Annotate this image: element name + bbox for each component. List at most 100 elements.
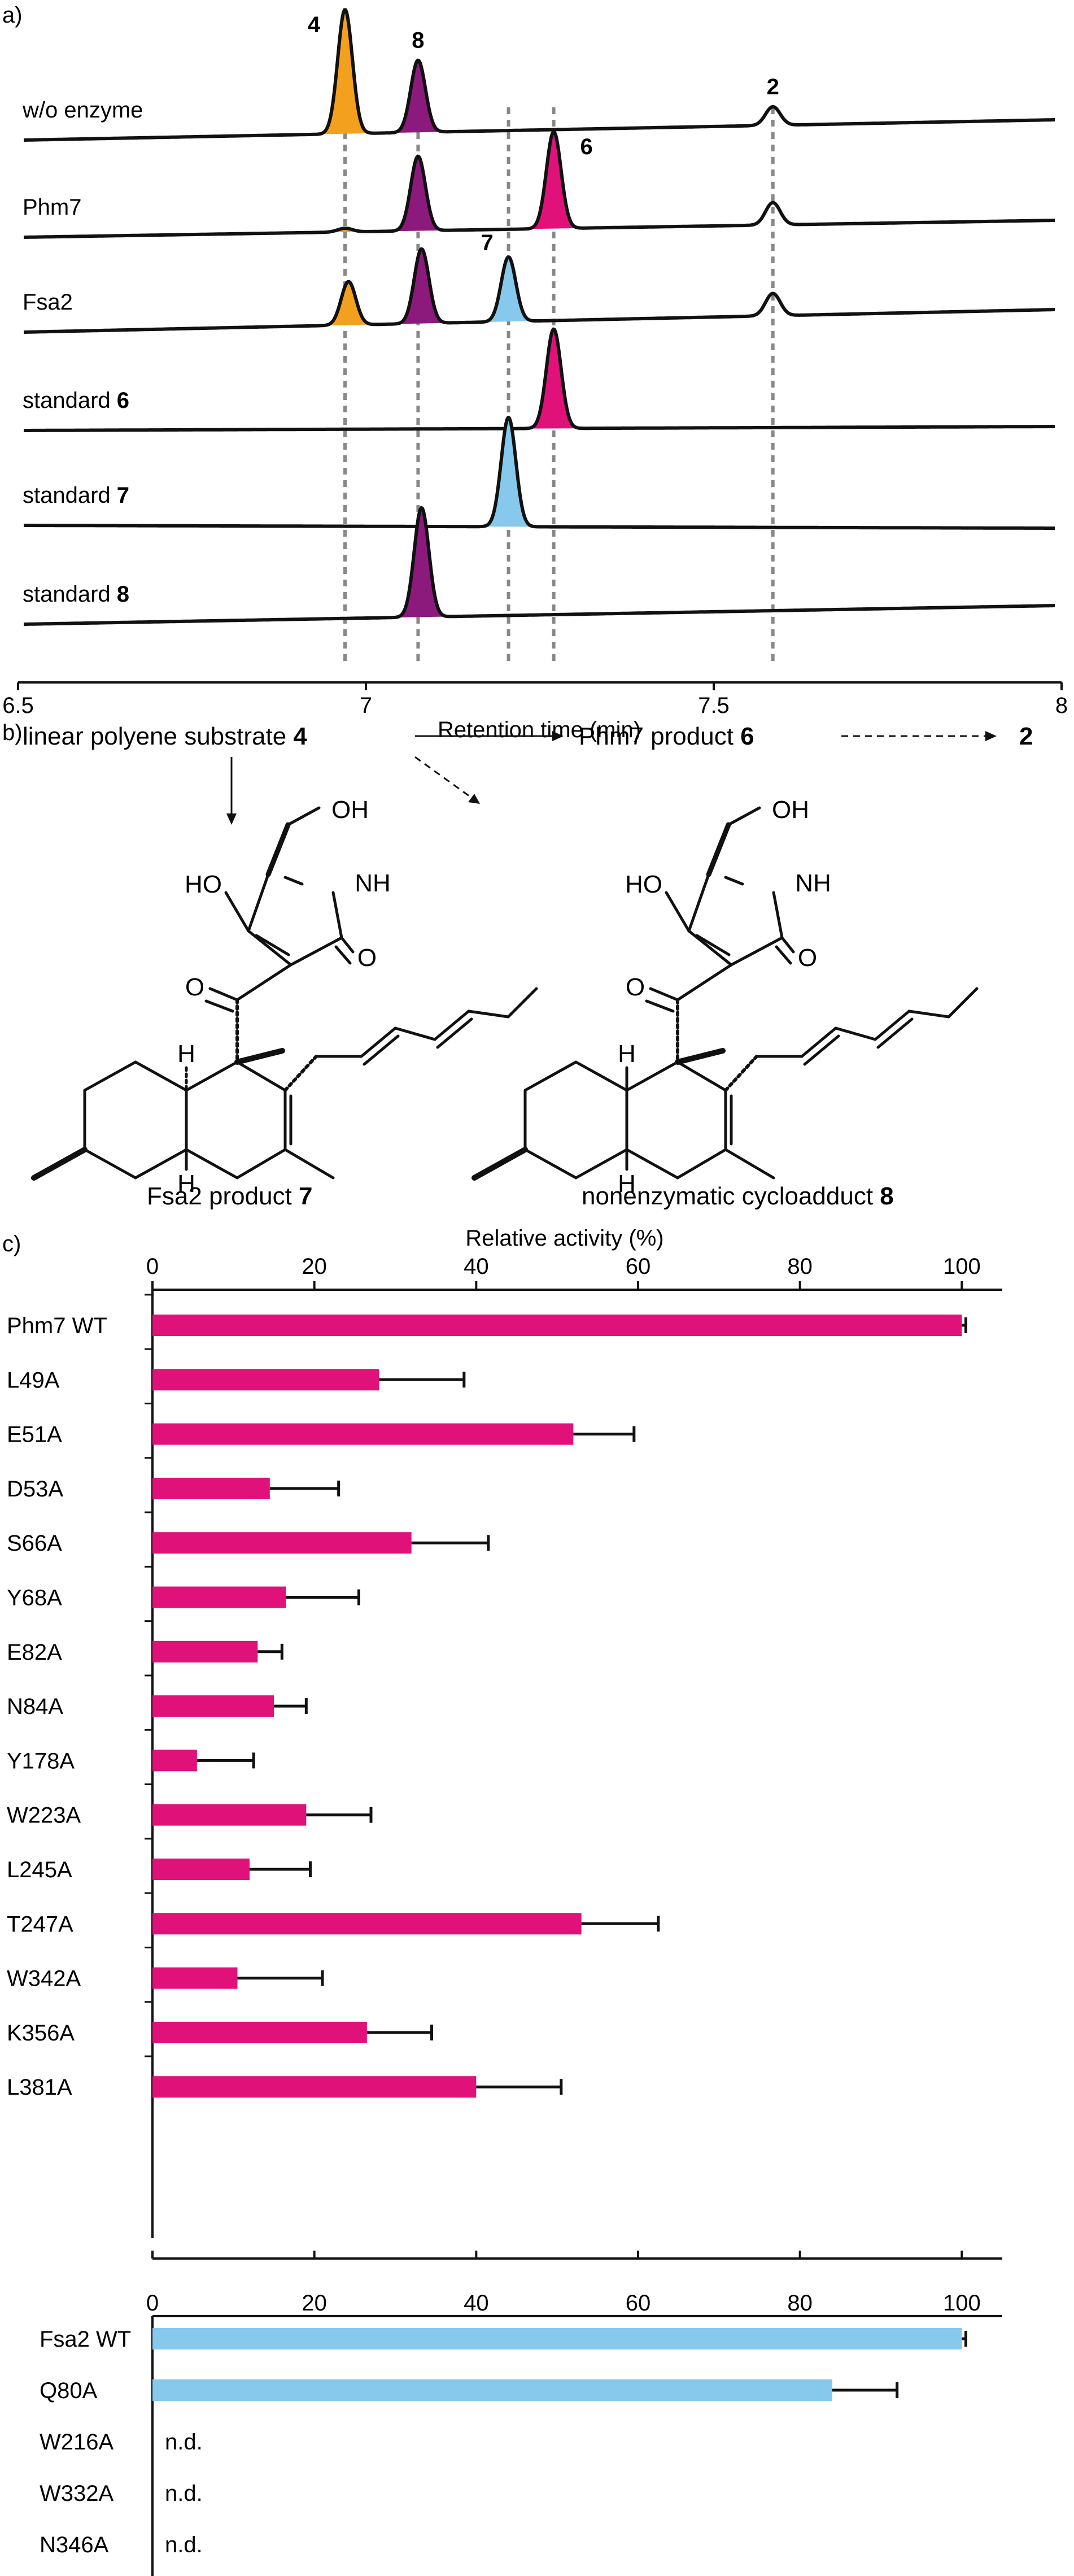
dashed-arrow-to-8-head xyxy=(468,794,480,804)
h-label-top: H xyxy=(618,1040,636,1068)
trace-label-name-4: standard xyxy=(23,483,117,508)
acyl-o-label: O xyxy=(626,973,645,1001)
scheme-phm7-label: Phm7 product 6 xyxy=(579,723,754,750)
ring-bond-5 xyxy=(283,876,304,886)
bar-phm7-11 xyxy=(152,1913,582,1935)
x-tick-label-2: 7.5 xyxy=(698,693,730,718)
arrow-to-phm7-head xyxy=(552,731,564,741)
bar-phm7-1 xyxy=(152,1369,379,1391)
panel-label-a: a) xyxy=(2,3,23,28)
bar-phm7-7 xyxy=(152,1695,274,1717)
ring-bond-1 xyxy=(247,873,270,933)
h-label-top: H xyxy=(177,1040,195,1068)
bar-label-phm7-7: N84A xyxy=(7,1694,63,1719)
chain-bond-4 xyxy=(874,1009,911,1041)
panel-label-c: c) xyxy=(2,1232,21,1256)
oh-label: OH xyxy=(331,796,369,824)
ring-bond-5 xyxy=(724,876,744,886)
cyclohex-5 xyxy=(134,1148,188,1180)
core-bond-3 xyxy=(625,1148,679,1180)
cyclohex-5 xyxy=(574,1148,628,1180)
bar-label-phm7-12: W342A xyxy=(7,1966,81,1991)
ring-double-1 xyxy=(695,934,731,956)
ring-methyl xyxy=(283,1148,335,1180)
bar-fsa2-1 xyxy=(152,2379,832,2401)
reaction-scheme: linear polyene substrate 4 Phm7 product … xyxy=(23,723,1033,1210)
dashed-arrow-to-8 xyxy=(414,756,472,799)
mid-x-tick-label-5: 100 xyxy=(943,2291,981,2316)
core-bond-1 xyxy=(185,1060,239,1092)
x-tick-label-3: 8 xyxy=(1055,693,1068,718)
trace-line-2 xyxy=(23,247,1055,334)
panel-label-b: b) xyxy=(2,720,23,745)
ch2oh-bond xyxy=(286,806,321,826)
trace-label-num-4: 7 xyxy=(117,483,129,508)
core-bond-1 xyxy=(625,1060,679,1092)
core-bond-6 xyxy=(676,1060,727,1092)
acyl-bond xyxy=(676,963,733,1002)
peak-label-1-2: 6 xyxy=(580,134,592,159)
ring-bond-2 xyxy=(247,929,292,967)
trace-label-3: standard 6 xyxy=(23,388,129,413)
bar-label-fsa2-2: W216A xyxy=(40,2430,113,2455)
chain-bond-5 xyxy=(467,1009,510,1019)
bar-label-fsa2-3: W332A xyxy=(40,2481,113,2506)
peak-label-0-1: 8 xyxy=(412,28,424,53)
fsa2-product-caption: Fsa2 product 7 xyxy=(147,1182,313,1210)
acyl-co-2 xyxy=(645,999,675,1013)
ring-co-bond xyxy=(780,936,795,954)
core-bond-4 xyxy=(676,1148,727,1180)
scheme-substrate-text: linear polyene substrate xyxy=(23,723,293,750)
x-tick-label-0: 6.5 xyxy=(2,693,34,718)
bar-phm7-8 xyxy=(152,1750,197,1772)
chain-bond-0 xyxy=(724,1055,758,1092)
mid-x-tick-label-4: 80 xyxy=(787,2291,813,2316)
trace-label-name-5: standard xyxy=(23,582,117,607)
ring-co-double xyxy=(334,945,352,965)
trace-line-4 xyxy=(23,415,1055,530)
ring-o-label: O xyxy=(798,944,817,972)
fsa2-caption-num: 7 xyxy=(299,1182,312,1210)
chain-bond-5 xyxy=(907,1009,950,1019)
nd-label-2: n.d. xyxy=(165,2430,203,2455)
mid-x-tick-label-3: 60 xyxy=(626,2291,651,2316)
ring-co-double xyxy=(775,945,792,965)
ch2oh-bond xyxy=(727,806,761,826)
bar-phm7-13 xyxy=(152,2021,367,2043)
cyclohex-methyl xyxy=(471,1147,528,1181)
trace-label-2: Fsa2 xyxy=(23,290,73,315)
bar-phm7-10 xyxy=(152,1859,250,1880)
trace-label-1: Phm7 xyxy=(23,195,82,220)
trace-line-3 xyxy=(23,327,1055,432)
bar-label-phm7-14: L381A xyxy=(7,2075,72,2100)
bar-label-fsa2-4: N346A xyxy=(40,2533,109,2557)
trace-line-0 xyxy=(23,8,1055,142)
cyclohex-1 xyxy=(134,1060,188,1092)
ring-bond-4 xyxy=(331,891,343,939)
trace-label-num-3: 6 xyxy=(117,388,129,413)
ring-bond-3 xyxy=(730,936,784,967)
bar-phm7-3 xyxy=(152,1477,270,1499)
chain-bond-3 xyxy=(394,1026,436,1041)
x-tick-label-1: 7 xyxy=(360,693,372,718)
ho-label: HO xyxy=(185,871,222,898)
bar-phm7-12 xyxy=(152,1967,238,1989)
chain-double-2 xyxy=(436,1017,473,1049)
ring-co-bond xyxy=(340,936,355,954)
nd-label-3: n.d. xyxy=(165,2481,203,2506)
ho-bond xyxy=(665,891,691,933)
bar-phm7-14 xyxy=(152,2076,477,2098)
bar-label-phm7-0: Phm7 WT xyxy=(7,1313,107,1338)
bar-label-phm7-13: K356A xyxy=(7,2021,75,2046)
scheme-phm7-text: Phm7 product xyxy=(579,723,740,750)
bar-label-fsa2-0: Fsa2 WT xyxy=(40,2327,131,2352)
chain-bond-6 xyxy=(507,987,538,1019)
peak-label-2-2: 7 xyxy=(481,230,493,255)
ring-bond-4 xyxy=(772,891,784,939)
trace-label-5: standard 8 xyxy=(23,582,129,607)
bar-label-phm7-5: Y68A xyxy=(7,1586,62,1611)
x-axis-title: Retention time (min) xyxy=(438,717,641,742)
ho-label: HO xyxy=(625,871,662,898)
bar-label-phm7-4: S66A xyxy=(7,1531,62,1556)
